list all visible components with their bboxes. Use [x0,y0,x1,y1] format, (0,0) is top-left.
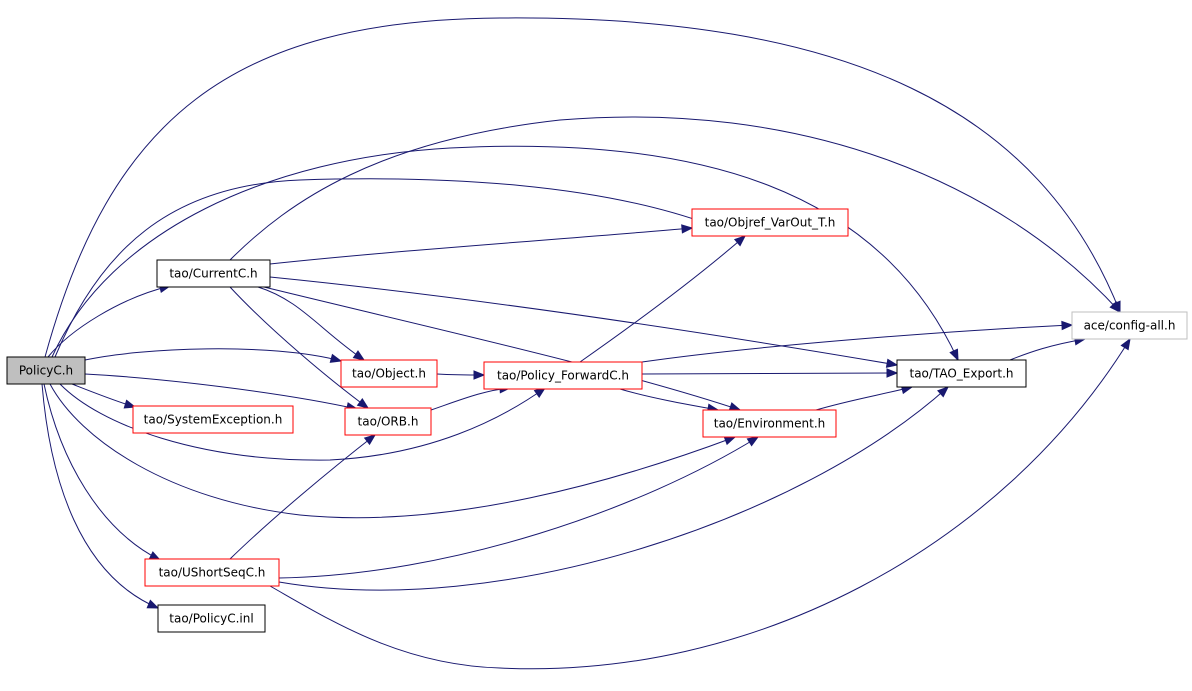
node-ushortseqc-h[interactable]: tao/UShortSeqC.h [144,558,280,587]
edge-policy_forwardc_h-to-environment_h [619,388,720,413]
edge-policyc_h-to-objref_varout_t_h [54,178,710,358]
edge-ushortseqc_h-to-tao_export_h [278,386,950,591]
arrowhead [885,358,899,368]
arrowhead [886,368,899,378]
node-label: tao/Objref_VarOut_T.h [705,216,836,230]
node-box [6,356,86,385]
node-currentc-h: tao/CurrentC.h [156,259,271,288]
edge-policy_forwardc_h-to-config_all_h [641,320,1074,363]
edge-policyc_h-to-systemexception_h [71,383,137,409]
nodes-layer: PolicyC.h tao/CurrentC.h tao/SystemExcepti… [6,208,1188,633]
edge-object_h-to-policy_forwardc_h [436,370,486,380]
node-box [157,604,266,633]
node-tao-export-h: tao/TAO_Export.h [896,359,1027,388]
arrowhead [146,599,160,609]
node-policyc-inl: tao/PolicyC.inl [157,604,266,633]
node-label: tao/UShortSeqC.h [159,566,266,580]
node-box [483,361,643,390]
edge-policyc_h-to-object_h [84,348,343,363]
edge-currentc_h-to-orb_h [229,286,370,409]
edge-policyc_h-to-policyc_inl [41,383,160,609]
node-box [691,208,849,237]
edge-currentc_h-to-objref_varout_t_h [269,224,694,265]
arrowhead [363,434,377,446]
edge-policyc_h-to-environment_h [49,383,737,519]
node-objref-varout-t-h[interactable]: tao/Objref_VarOut_T.h [691,208,849,237]
node-label: tao/PolicyC.inl [169,612,253,626]
node-config-all-h: ace/config-all.h [1071,311,1188,340]
arrowhead [1061,320,1074,331]
arrowhead [329,353,343,363]
node-label: tao/Object.h [352,367,426,381]
edge-policy_forwardc_h-to-objref_varout_t_h [579,235,747,363]
node-box [702,409,837,438]
node-box [132,405,294,434]
edge-currentc_h-to-config_all_h [229,116,1121,313]
edge-policy_forwardc_h-to-tao_export_h [641,368,899,378]
node-box [1071,311,1188,340]
edge-ushortseqc_h-to-orb_h [229,434,377,560]
node-box [344,407,432,436]
edge-ushortseqc_h-to-environment_h [278,436,760,579]
edge-policyc_h-to-config_all_h [44,17,1121,358]
node-label: tao/CurrentC.h [169,267,257,281]
arrowhead [949,348,959,362]
node-systemexception-h[interactable]: tao/SystemException.h [132,405,294,434]
node-label: tao/TAO_Export.h [910,367,1014,381]
node-box [144,558,280,587]
arrowhead [746,436,760,447]
arrowhead [1109,301,1121,313]
edge-ushortseqc_h-to-config_all_h [269,337,1131,670]
node-label: PolicyC.h [19,364,73,378]
edge-tao_export_h-to-config_all_h [1009,336,1087,361]
arrowhead [1120,337,1131,351]
arrowhead [733,235,747,247]
node-policy-forwardc-h[interactable]: tao/Policy_ForwardC.h [483,361,643,390]
node-orb-h[interactable]: tao/ORB.h [344,407,432,436]
node-box [156,259,271,288]
node-label: tao/Environment.h [714,417,826,431]
arrowhead [728,402,742,412]
node-box [896,359,1027,388]
arrowhead [473,370,486,380]
arrowhead [356,397,370,409]
arrowhead [123,399,137,409]
node-object-h[interactable]: tao/Object.h [340,359,438,388]
edge-currentc_h-to-object_h [257,286,366,361]
node-box [340,359,438,388]
arrowhead [723,436,737,446]
arrowhead [352,350,366,361]
node-label: tao/SystemException.h [144,413,283,427]
node-label: tao/ORB.h [358,415,419,429]
arrowhead [937,386,950,398]
edge-environment_h-to-tao_export_h [815,384,914,411]
node-label: tao/Policy_ForwardC.h [497,369,629,383]
arrowhead [681,224,694,234]
edge-policyc_h-to-tao_export_h [51,145,959,362]
edge-policyc_h-to-currentc_h [47,283,172,358]
node-label: ace/config-all.h [1084,319,1176,333]
node-policyc-h: PolicyC.h [6,356,86,385]
edge-currentc_h-to-tao_export_h [269,276,899,368]
node-environment-h[interactable]: tao/Environment.h [702,409,837,438]
